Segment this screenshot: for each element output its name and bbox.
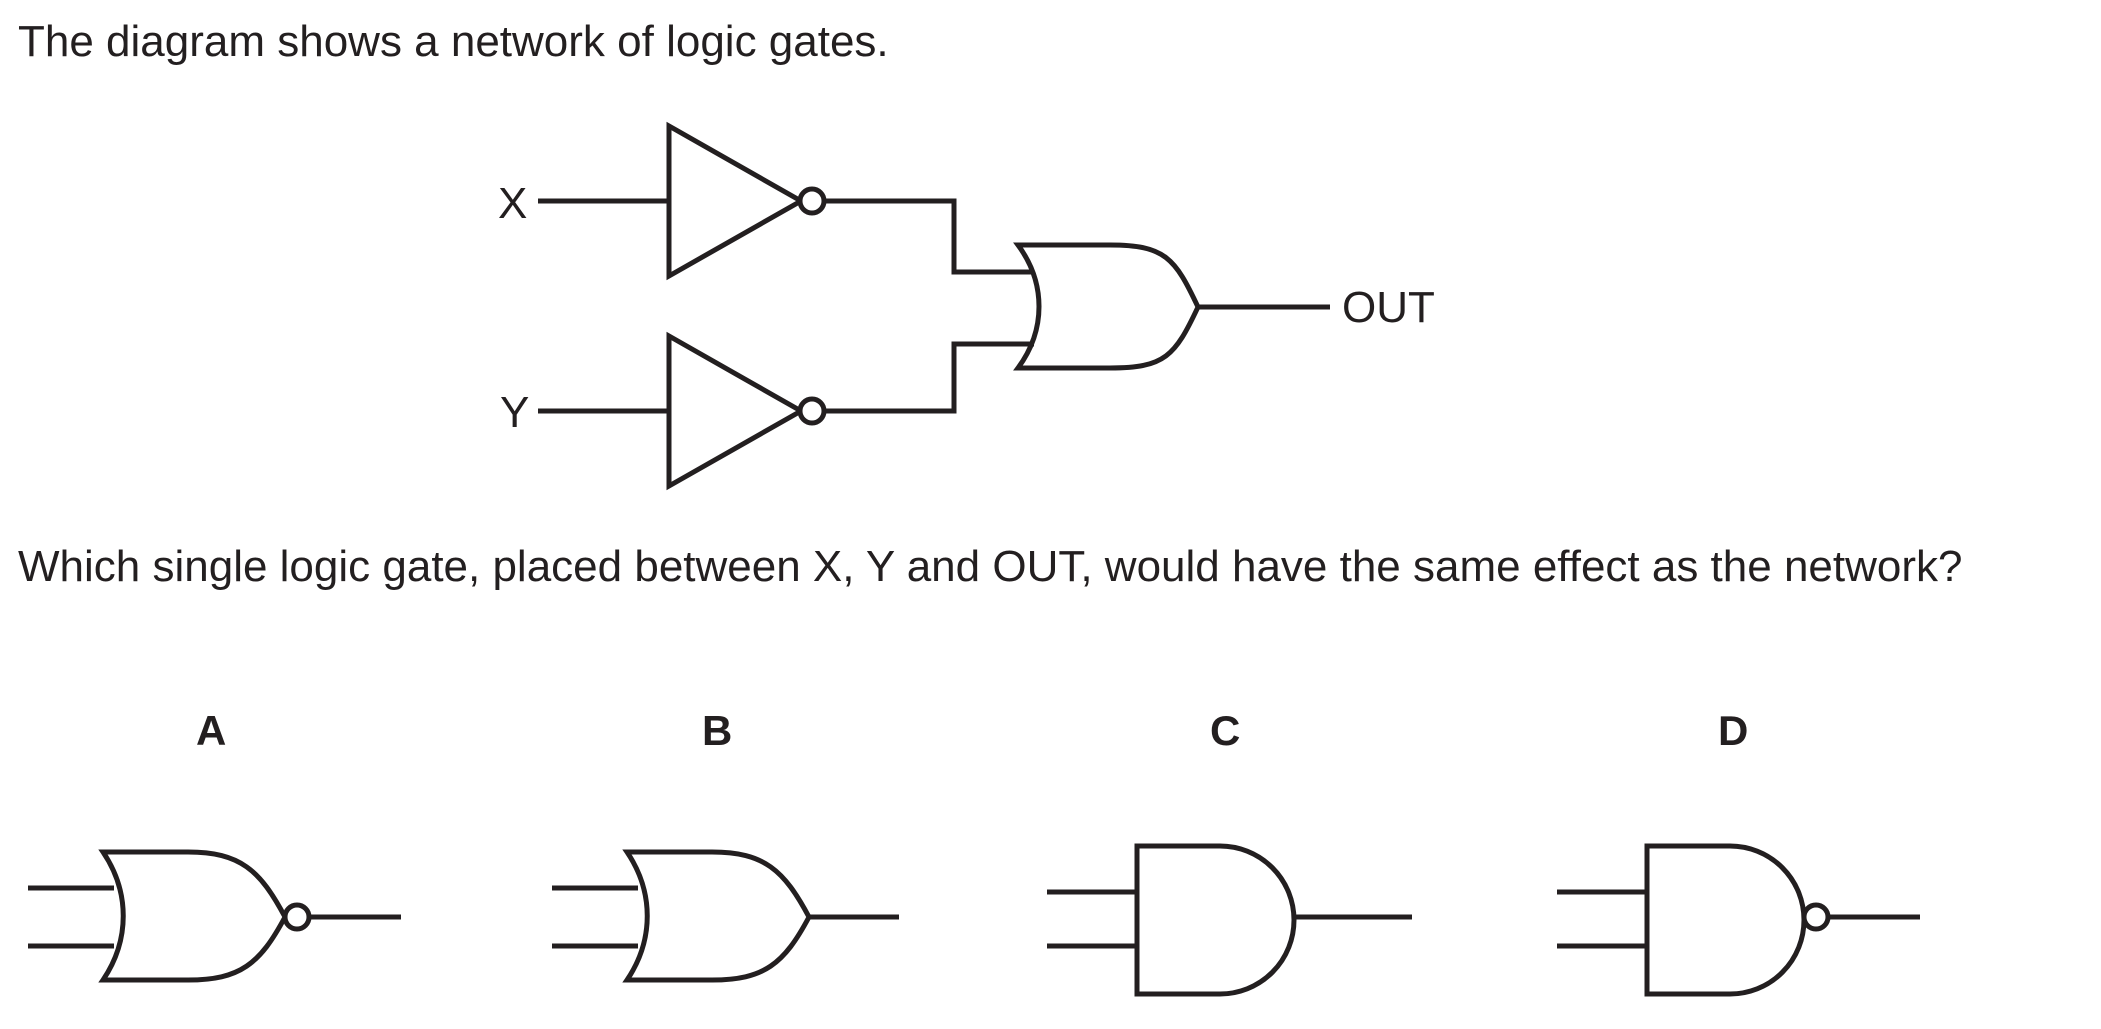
not-gate-icon xyxy=(666,121,827,281)
network: X Y OUT xyxy=(498,121,1435,491)
intro-text: The diagram shows a network of logic gat… xyxy=(18,17,889,66)
option-c-label: C xyxy=(1210,707,1240,754)
wire-not-y-to-or xyxy=(824,341,1034,414)
question-text: Which single logic gate, placed between … xyxy=(18,542,1963,591)
input-y-label: Y xyxy=(500,388,529,437)
or-gate-outline xyxy=(1013,242,1201,371)
option-b-label: B xyxy=(702,707,732,754)
option-d-label: D xyxy=(1718,707,1748,754)
option-a-label: A xyxy=(196,707,226,754)
option-a-nor-gate-icon[interactable] xyxy=(28,849,401,983)
input-x-label: X xyxy=(498,179,527,228)
option-b-or-gate-icon[interactable] xyxy=(552,849,899,983)
not-gate-icon xyxy=(666,331,827,491)
wire-not-x-to-or xyxy=(824,198,1034,275)
option-d-nand-gate-icon[interactable] xyxy=(1557,843,1920,997)
option-c-and-gate-icon[interactable] xyxy=(1047,843,1412,997)
output-label: OUT xyxy=(1342,283,1435,332)
